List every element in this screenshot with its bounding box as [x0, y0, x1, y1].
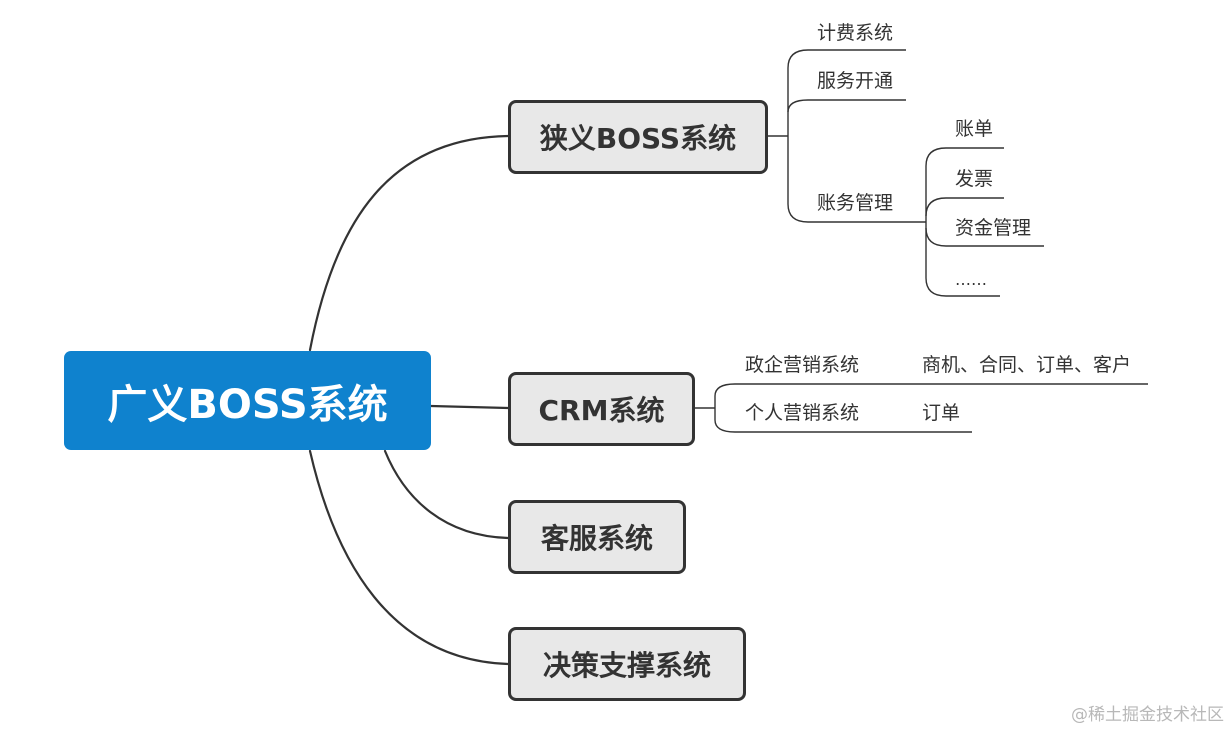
branch-narrow-boss-label: 狭义BOSS系统: [539, 122, 737, 155]
leaf-billing[interactable]: 计费系统: [817, 22, 894, 44]
bracket-narrow-children: [787, 49, 809, 223]
leaf-ellipsis[interactable]: ……: [955, 270, 987, 289]
bracket-crm-children: [714, 383, 736, 433]
branch-customer-service[interactable]: 客服系统: [508, 500, 686, 574]
branch-customer-service-label: 客服系统: [540, 522, 653, 555]
bracket-accounting-mid: [925, 197, 947, 217]
bracket-narrow-mid: [787, 99, 809, 113]
connector-root-narrow: [308, 134, 510, 352]
leaf-funds[interactable]: 资金管理: [955, 217, 1032, 239]
bracket-accounting-mid2: [925, 227, 947, 247]
leaf-enterprise-marketing[interactable]: 政企营销系统: [745, 354, 860, 376]
leaf-enterprise-marketing-detail[interactable]: 商机、合同、订单、客户: [922, 354, 1132, 376]
leaf-invoice[interactable]: 发票: [955, 168, 994, 190]
root-label: 广义BOSS系统: [107, 381, 388, 428]
leaf-personal-marketing-detail[interactable]: 订单: [922, 402, 961, 424]
branch-decision-support[interactable]: 决策支撑系统: [508, 627, 746, 701]
branch-crm-label: CRM系统: [538, 394, 665, 427]
branch-narrow-boss[interactable]: 狭义BOSS系统: [508, 100, 768, 174]
connector-root-crm: [429, 404, 510, 410]
leaf-provisioning[interactable]: 服务开通: [817, 70, 894, 92]
leaf-accounting[interactable]: 账务管理: [817, 192, 894, 214]
watermark: @稀土掘金技术社区: [1071, 705, 1224, 725]
connector-root-service: [383, 449, 510, 540]
bracket-accounting-children: [925, 147, 947, 297]
leaf-bill[interactable]: 账单: [955, 118, 994, 140]
leaf-personal-marketing[interactable]: 个人营销系统: [745, 402, 860, 424]
connector-root-decision: [308, 449, 510, 666]
branch-decision-support-label: 决策支撑系统: [542, 649, 711, 682]
branch-crm[interactable]: CRM系统: [508, 372, 695, 446]
root-node[interactable]: 广义BOSS系统: [64, 351, 431, 450]
